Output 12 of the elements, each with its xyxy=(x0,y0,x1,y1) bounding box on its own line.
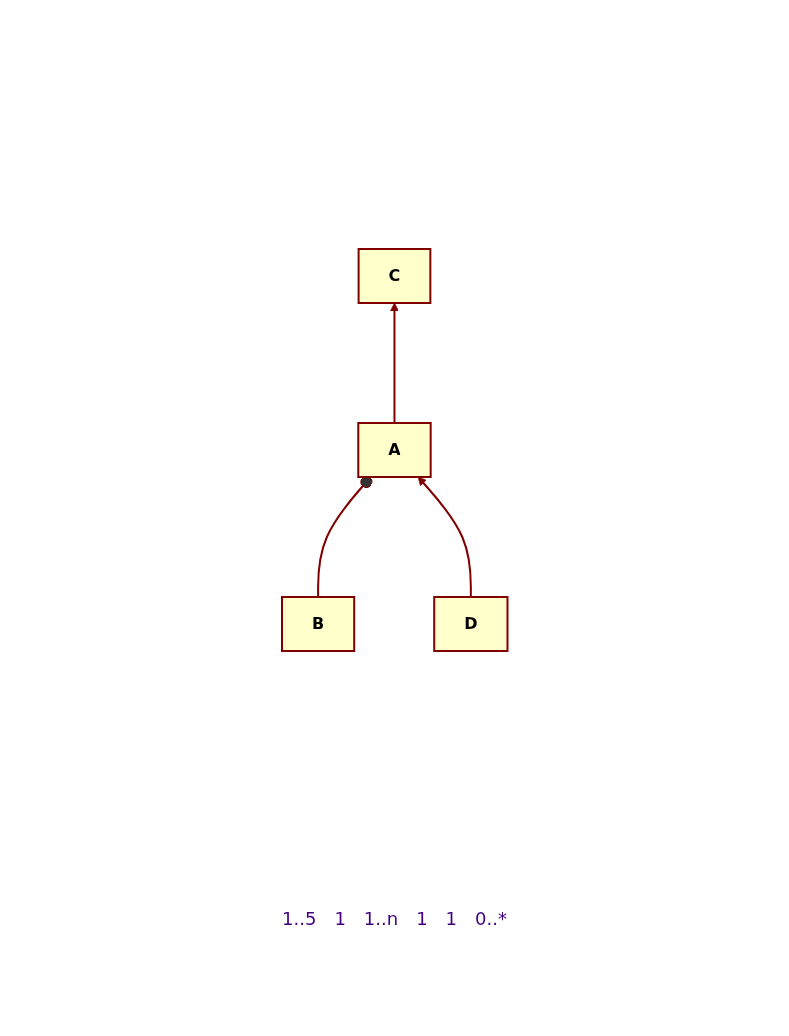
arrow xyxy=(389,302,399,424)
multiplicity-label: 1..n xyxy=(363,908,399,929)
arrow xyxy=(417,476,472,598)
node-box: B xyxy=(280,596,355,652)
node-box: D xyxy=(432,596,509,652)
node-box: A xyxy=(357,422,432,478)
multiplicity-label: 1 xyxy=(445,908,458,929)
multiplicity-label: 1 xyxy=(334,908,346,929)
multiplicity-label: 0..* xyxy=(475,908,507,929)
multiplicity-label: 1 xyxy=(416,908,428,929)
node-box: C xyxy=(357,248,432,304)
multiplicity-label: 1..5 xyxy=(282,908,317,929)
